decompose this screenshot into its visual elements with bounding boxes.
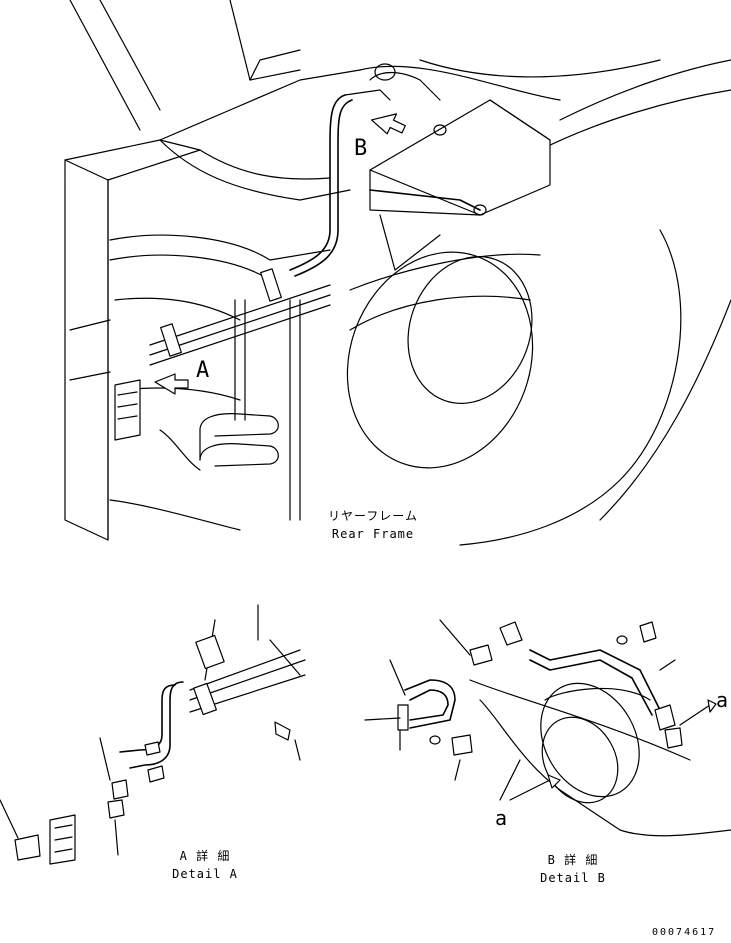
detail-b-view [364, 619, 731, 837]
detail-b-ref-a-upper: a [716, 688, 729, 712]
arrow-b-icon [370, 113, 406, 135]
drawing-number: 00074617 [652, 927, 717, 938]
detail-b-title-jp: B 詳 細 [547, 853, 599, 867]
callout-b-label: B [354, 136, 368, 161]
callout-a-label: A [196, 358, 210, 383]
detail-b-ref-a-lower: a [495, 806, 508, 830]
detail-a-title-jp: A 詳 細 [179, 849, 231, 863]
rear-frame-main-view [64, 0, 731, 546]
rear-frame-title-jp: リヤーフレーム [328, 509, 418, 523]
detail-a-view [0, 604, 306, 865]
detail-a-title-en: Detail A [172, 867, 238, 881]
rear-frame-title-en: Rear Frame [331, 527, 415, 541]
arrow-a-icon [154, 373, 189, 395]
detail-b-title-en: Detail B [540, 871, 606, 885]
